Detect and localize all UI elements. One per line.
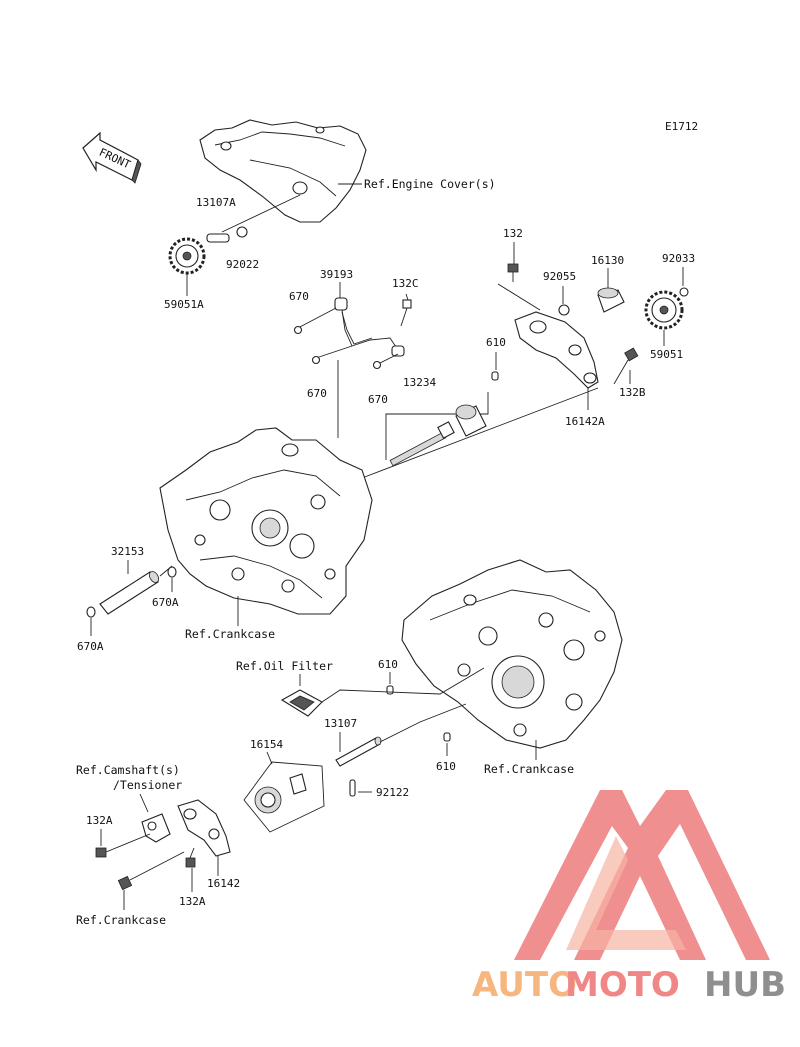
rotor-16154 [254, 773, 307, 814]
watermark-auto: AUTO [472, 965, 577, 1005]
shaft-13107 [335, 736, 382, 767]
shaft-13234 [389, 404, 487, 467]
oring-670A-a [86, 606, 96, 618]
label-132A-b: 132A [179, 895, 206, 908]
ref-engine-cover: Ref.Engine Cover(s) [364, 177, 496, 191]
label-16154: 16154 [250, 738, 283, 751]
pin-92122 [349, 779, 356, 797]
label-13107: 13107 [324, 717, 357, 730]
label-13234: 13234 [403, 376, 436, 389]
shaft-16130 [597, 287, 625, 313]
label-670A-b: 670A [152, 596, 179, 609]
label-670-a: 670 [289, 290, 309, 303]
ref-camshaft-line1: Ref.Camshaft(s) [76, 763, 180, 777]
crankcase-right [401, 559, 623, 749]
label-92033: 92033 [662, 252, 695, 265]
dowel-610-low [443, 732, 451, 742]
ref-crankcase-bottom: Ref.Crankcase [76, 913, 166, 927]
label-16130: 16130 [591, 254, 624, 267]
bolt-132 [507, 263, 519, 282]
label-610-low: 610 [436, 760, 456, 773]
label-16142A: 16142A [565, 415, 605, 428]
crankcase-left [159, 427, 373, 615]
oil-pipe-39193 [334, 297, 405, 357]
washer-92055 [558, 304, 570, 316]
label-670-c: 670 [368, 393, 388, 406]
label-32153: 32153 [111, 545, 144, 558]
diagram-code: E1712 [665, 120, 698, 133]
label-132C: 132C [392, 277, 419, 290]
label-92022: 92022 [226, 258, 259, 271]
bolt-132B [613, 347, 639, 385]
dowel-610-mid [386, 685, 394, 695]
oring-670-c [372, 360, 382, 370]
label-39193: 39193 [320, 268, 353, 281]
ref-camshaft-line2: /Tensioner [113, 778, 182, 792]
bolt-132C [400, 299, 412, 327]
label-610-top: 610 [486, 336, 506, 349]
pump-body-16142A [514, 311, 599, 389]
front-arrow-icon: FRONT [82, 131, 142, 184]
sprocket-59051A [168, 237, 206, 275]
ref-crankcase-right: Ref.Crankcase [484, 762, 574, 776]
tensioner-bracket [141, 813, 171, 843]
circlip-92033 [679, 287, 689, 297]
watermark-hub: HUB [704, 965, 786, 1005]
sprocket-59051 [644, 290, 684, 330]
label-610-mid: 610 [378, 658, 398, 671]
bolt-132A-a [95, 833, 151, 858]
ref-oil-filter: Ref.Oil Filter [236, 659, 333, 673]
pump-body-16142 [177, 799, 231, 857]
dowel-610-top [491, 371, 499, 381]
engine-cover-outline [199, 119, 367, 223]
label-670A-a: 670A [77, 640, 104, 653]
watermark-moto: MOTO [565, 965, 680, 1005]
bolt-132A-b [185, 847, 196, 868]
label-670-b: 670 [307, 387, 327, 400]
label-132: 132 [503, 227, 523, 240]
label-92122: 92122 [376, 786, 409, 799]
oring-670-a [293, 325, 303, 335]
label-59051: 59051 [650, 348, 683, 361]
oring-670-b [311, 355, 321, 365]
bolt-long-crankcase [117, 851, 185, 891]
label-132A-a: 132A [86, 814, 113, 827]
label-132B: 132B [619, 386, 646, 399]
washer-92022 [236, 226, 248, 238]
oring-670A-b [167, 566, 177, 578]
automotohub-watermark-logo: AUTO MOTO HUB [472, 790, 786, 1005]
ref-crankcase-left: Ref.Crankcase [185, 627, 275, 641]
label-16142: 16142 [207, 877, 240, 890]
shaft-32153 [99, 571, 160, 615]
label-59051A: 59051A [164, 298, 204, 311]
oil-filter-cover [280, 689, 323, 717]
label-92055: 92055 [543, 270, 576, 283]
pin-13107A [206, 233, 230, 243]
label-13107A: 13107A [196, 196, 236, 209]
